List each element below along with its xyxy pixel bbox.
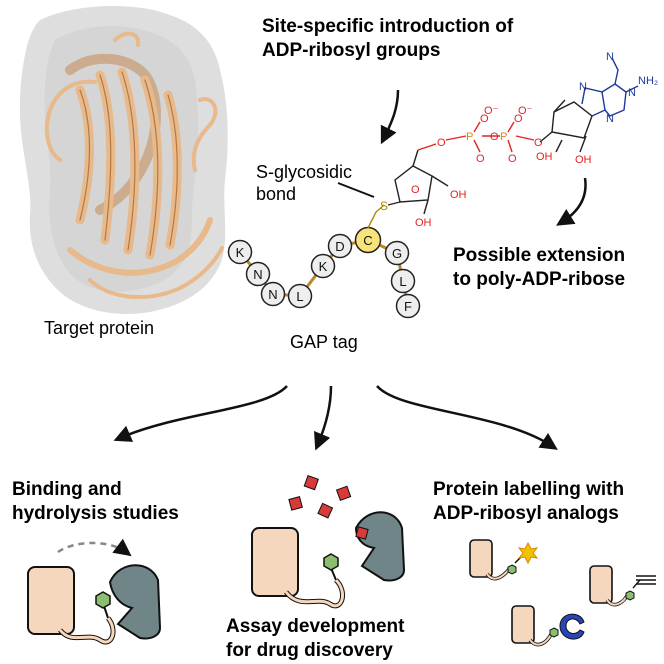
hydroxyl-group: OH	[575, 154, 592, 166]
protein-box-icon	[251, 527, 299, 597]
arrow-icon	[376, 385, 558, 450]
oxygen-atom: O	[476, 153, 485, 165]
tag-residue-letter: N	[253, 267, 262, 282]
extension-label-line2: to poly-ADP-ribose	[453, 269, 626, 290]
protein-box-icon	[27, 566, 75, 635]
tag-residue-node	[395, 293, 421, 319]
tag-residue-letter: L	[296, 289, 303, 304]
tag-residue-letter: K	[319, 259, 328, 274]
phosphorus-atom: P	[500, 131, 507, 143]
enzyme-icon	[108, 564, 162, 640]
assay-label-line1: Assay development	[226, 616, 405, 637]
tag-residue-node	[227, 239, 253, 265]
enzyme-icon	[354, 511, 406, 582]
tag-residue-node	[327, 233, 353, 259]
arrow-icon	[556, 177, 587, 226]
oxygen-atom: O	[480, 113, 489, 125]
oxygen-atom: O	[534, 137, 543, 149]
oxygen-atom: O	[490, 131, 499, 143]
arrow-icon	[380, 89, 400, 145]
binding-label-line2: hydrolysis studies	[12, 503, 179, 524]
phosphorus-atom: P	[466, 131, 473, 143]
tag-residue-node	[260, 281, 286, 307]
assay-label-line2: for drug discovery	[226, 640, 393, 661]
bond-pointer-line	[337, 182, 375, 198]
tag-residue-node	[245, 261, 271, 287]
hydroxyl-group: OH	[450, 189, 467, 201]
tag-residue-node	[287, 283, 313, 309]
extension-label-line1: Possible extension	[453, 245, 626, 266]
ligand-hexagon-icon	[95, 591, 111, 609]
fluorophore-icon	[517, 541, 539, 565]
gap-tag-chain: K N N L K D C G L F	[227, 226, 421, 319]
oxygen-atom: O	[437, 137, 446, 149]
nitrogen-atom: N	[628, 87, 636, 99]
labelling-label-line1: Protein labelling with	[433, 479, 625, 500]
tag-residue-letter: C	[363, 233, 372, 248]
nitrogen-atom: N	[606, 51, 614, 63]
nitrogen-atom: N	[606, 113, 614, 125]
binding-panel	[27, 538, 162, 645]
arrow-icon	[113, 385, 288, 442]
amine-group: NH₂	[638, 75, 658, 87]
hydroxyl-group: OH	[415, 217, 432, 229]
target-protein-label: Target protein	[44, 318, 155, 338]
ligand-cube-icon	[317, 502, 334, 519]
hydroxyl-group: OH	[536, 151, 553, 163]
tag-residue-node	[384, 240, 410, 266]
bond-label-line1: S-glycosidic	[256, 162, 353, 182]
protein-box-icon	[589, 565, 613, 604]
tag-residue-node	[390, 268, 416, 294]
protein-box-icon	[511, 605, 535, 644]
tag-residue-letter: D	[335, 239, 344, 254]
charge-label: O⁻	[484, 105, 499, 117]
tag-residue-letter: G	[392, 246, 402, 261]
charge-label: O⁻	[518, 105, 533, 117]
tag-residue-node	[310, 253, 336, 279]
bond-label-line2: bond	[256, 184, 297, 204]
oxygen-atom: O	[508, 153, 517, 165]
headline-top-line1: Site-specific introduction of	[262, 16, 514, 37]
gap-tag-label: GAP tag	[290, 332, 358, 352]
headline-top-line2: ADP-ribosyl groups	[262, 40, 441, 61]
tag-residue-letter: N	[268, 287, 277, 302]
arrow-icon	[314, 385, 333, 451]
ligand-cube-icon	[335, 485, 352, 501]
labelling-label-line2: ADP-ribosyl analogs	[433, 503, 619, 524]
ligand-hexagon-icon	[323, 553, 339, 571]
ligand-cube-icon	[355, 526, 369, 540]
adp-ribose-molecule	[367, 57, 639, 229]
assay-panel	[251, 474, 406, 609]
clip-binder-icon	[559, 613, 585, 640]
binding-label-line1: Binding and	[12, 479, 122, 500]
oxygen-atom: O	[411, 184, 420, 196]
ligand-cube-icon	[288, 496, 303, 511]
protein-box-icon	[469, 539, 493, 578]
nitrogen-atom: N	[579, 81, 587, 93]
protein-structure-icon	[19, 5, 228, 314]
alkyne-icon	[632, 575, 656, 589]
ligand-cube-icon	[303, 474, 319, 491]
labelling-panel	[469, 539, 656, 647]
tag-residue-letter: L	[399, 274, 406, 289]
oxygen-atom: O	[514, 113, 523, 125]
sulfur-atom: S	[380, 199, 388, 213]
tag-residue-letter: F	[404, 299, 412, 314]
tag-residue-letter: K	[236, 245, 245, 260]
